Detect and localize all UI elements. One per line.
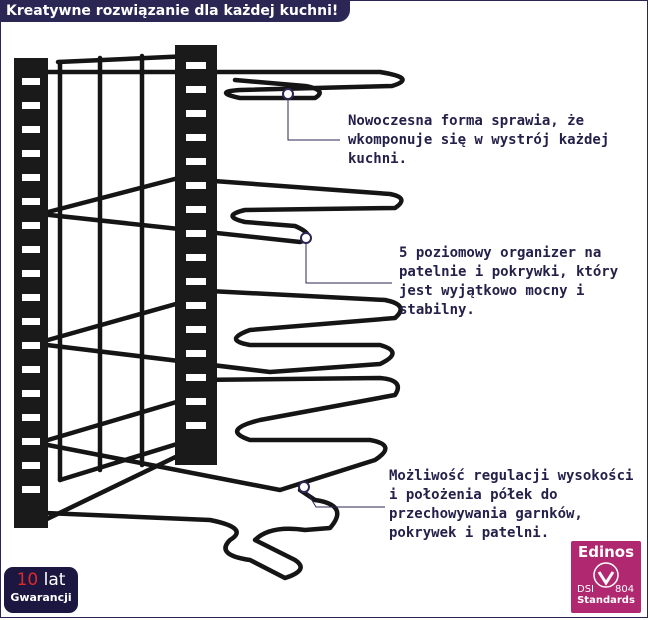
callout-adjustable-shelves: Możliwość regulacji wysokości i położeni… bbox=[389, 468, 634, 541]
pan-organizer-illustration bbox=[14, 45, 405, 581]
callout-five-levels: 5 poziomowy organizer na patelnie i pokr… bbox=[399, 245, 619, 318]
badge-brand: Edinos bbox=[577, 543, 635, 561]
warranty-label: Gwarancji bbox=[10, 591, 72, 604]
badge-number: 804 bbox=[615, 584, 634, 595]
warranty-badge: 10 lat Gwarancji bbox=[4, 567, 78, 613]
badge-dsi: DSI bbox=[577, 584, 594, 595]
dsi-check-icon: DSI 804 bbox=[577, 562, 634, 595]
warranty-unit: lat bbox=[43, 570, 66, 590]
warranty-years: 10 bbox=[16, 570, 39, 590]
callout-modern-design: Nowoczesna forma sprawia, że wkomponuje … bbox=[348, 113, 610, 167]
header-title: Kreatywne rozwiązanie dla każdej kuchni! bbox=[0, 0, 351, 22]
edinos-standards-badge: Edinos DSI 804 Standards bbox=[571, 541, 641, 613]
badge-label: Standards bbox=[577, 595, 635, 606]
